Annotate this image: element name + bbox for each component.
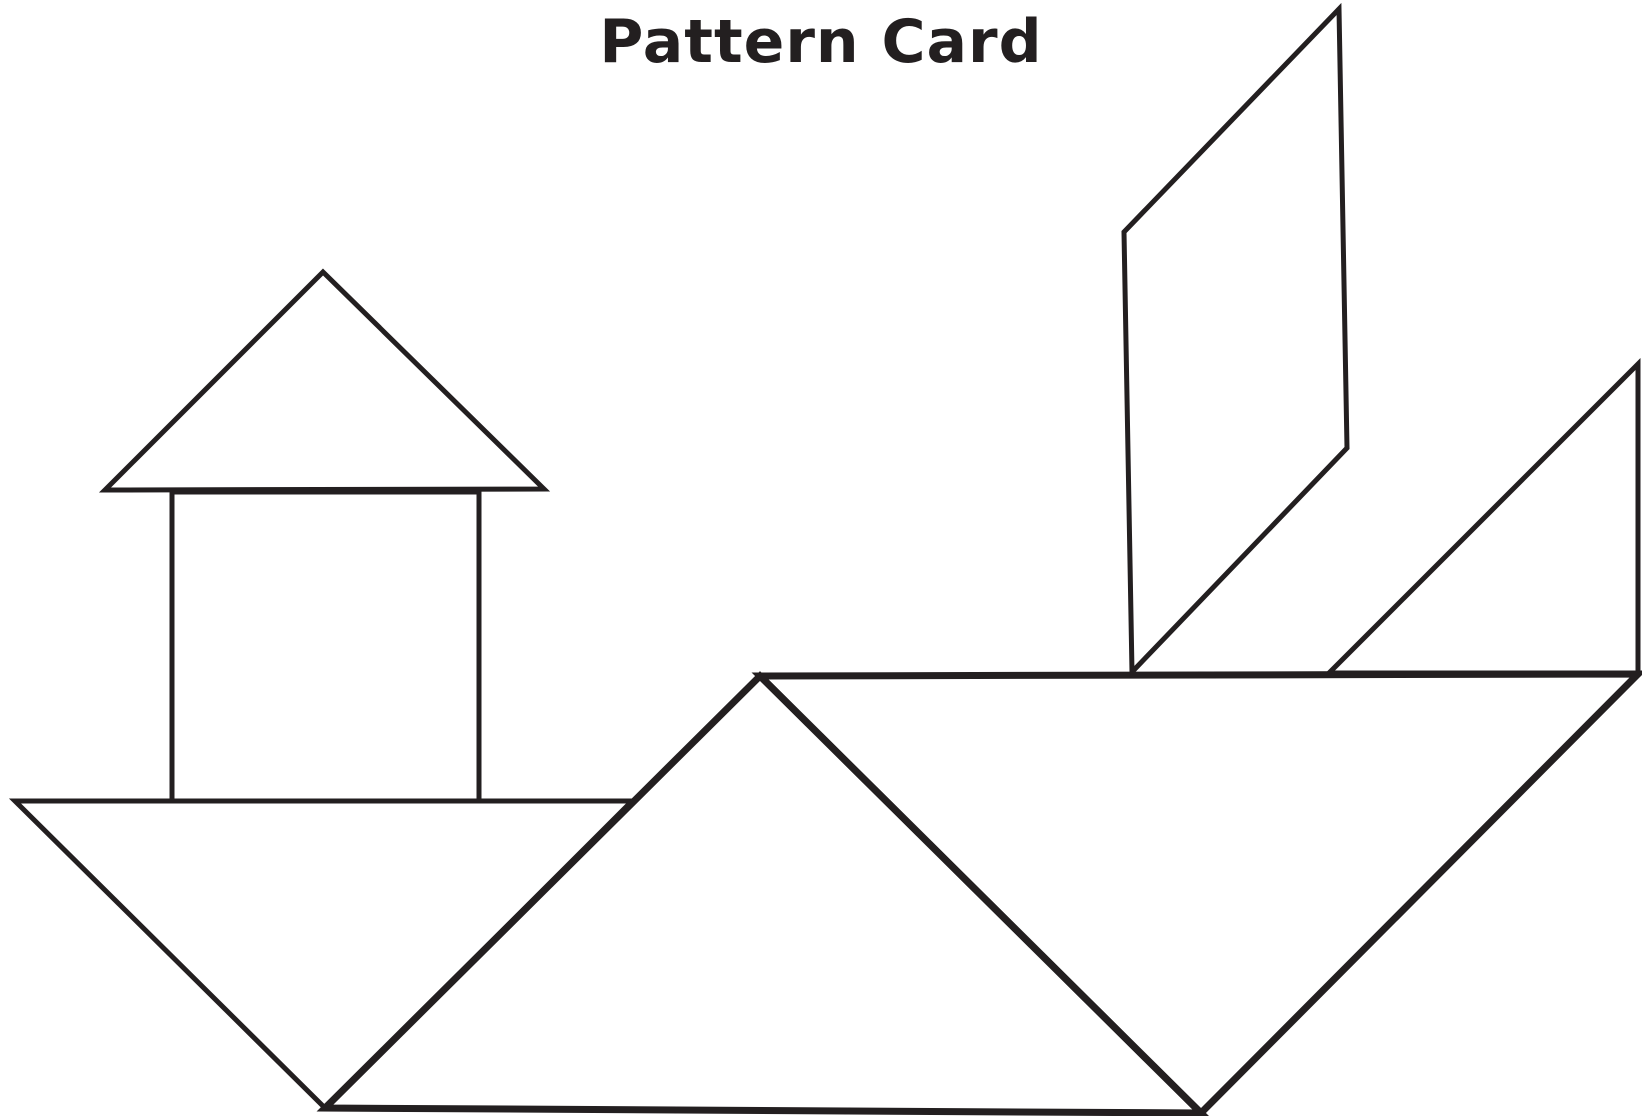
sail-triangle bbox=[1329, 364, 1638, 673]
tower-roof-triangle bbox=[105, 272, 544, 490]
mast-parallelogram bbox=[1124, 9, 1347, 672]
center-large-triangle bbox=[325, 676, 1201, 1113]
left-hull-triangle bbox=[15, 801, 632, 1108]
right-large-triangle bbox=[760, 674, 1638, 1113]
tower-square bbox=[172, 492, 479, 801]
